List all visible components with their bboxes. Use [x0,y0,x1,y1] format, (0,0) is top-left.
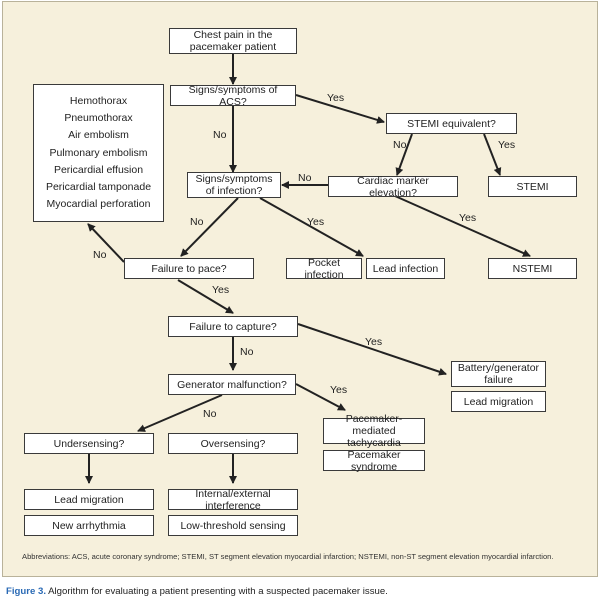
edge-generator-tachycardia [295,383,346,411]
complication-item: Pericardial effusion [53,163,144,176]
complication-item: Hemothorax [69,95,128,107]
node-lead-infection: Lead infection [366,258,445,279]
label-marker-yes: Yes [459,212,477,224]
node-failure-to-capture: Failure to capture? [168,316,298,337]
label-stemi-no: No [393,139,407,151]
node-stemi-equivalent: STEMI equivalent? [386,113,517,134]
edge-infection-failurepace [180,197,239,257]
node-cardiac-marker: Cardiac marker elevation? [328,175,458,199]
complication-item: Pneumothorax [64,112,133,125]
node-infection-question: Signs/symptoms of infection? [187,172,281,198]
node-stemi: STEMI [488,176,577,197]
node-oversensing: Oversensing? [168,433,298,454]
edge-generator-undersensing [137,394,223,432]
edge-infection-pocket [259,197,364,257]
node-interference: Internal/external interference [168,488,298,512]
edge-failurepace-complications [87,223,125,263]
node-pocket-infection: Pocket infection [286,257,362,281]
figure-caption: Figure 3. Algorithm for evaluating a pat… [6,586,596,597]
edge-stemiequiv-marker [395,133,413,176]
label-acs-yes: Yes [327,92,345,104]
label-acs-no: No [213,129,227,141]
label-pace-no: No [93,249,107,261]
node-failure-to-pace: Failure to pace? [124,258,254,279]
abbreviations-note: Abbreviations: ACS, acute coronary syndr… [22,552,554,561]
edge-acs-stemiequiv [295,94,385,124]
node-chest-pain: Chest pain in the pacemaker patient [169,28,297,54]
node-low-threshold: Low-threshold sensing [168,515,298,536]
edge-stemiequiv-stemi [483,133,502,176]
label-capture-yes: Yes [365,336,383,348]
node-acs-question: Signs/symptoms of ACS? [170,84,296,108]
node-pm-tachycardia: Pacemaker-mediated tachycardia [323,413,425,449]
label-capture-no: No [240,346,254,358]
complication-item: Pericardial tamponade [45,181,152,194]
caption-text: Algorithm for evaluating a patient prese… [45,586,388,597]
edge-capture-battery [297,323,447,376]
edge-marker-nstemi [394,195,531,257]
complications-box: Hemothorax Pneumothorax Air embolism Pul… [33,84,164,222]
node-pm-syndrome: Pacemaker syndrome [323,449,425,473]
node-lead-migration-right: Lead migration [451,391,546,412]
edge-failurepace-capture [177,279,234,314]
node-battery-failure: Battery/generator failure [451,361,546,387]
node-lead-migration-left: Lead migration [24,489,154,510]
label-marker-no: No [298,172,312,184]
label-generator-no: No [203,408,217,420]
complication-item: Air embolism [68,129,129,142]
node-undersensing: Undersensing? [24,433,154,454]
label-infection-no: No [190,216,204,228]
node-new-arrhythmia: New arrhythmia [24,515,154,536]
complication-item: Pulmonary embolism [49,146,148,159]
node-nstemi: NSTEMI [488,258,577,279]
label-stemi-yes: Yes [498,139,516,151]
label-infection-yes: Yes [307,216,325,228]
figure-label: Figure 3. [6,586,46,597]
complication-item: Myocardial perforation [46,198,151,211]
label-generator-yes: Yes [330,384,348,396]
node-generator-malfunction: Generator malfunction? [168,374,296,395]
label-pace-yes: Yes [212,284,230,296]
